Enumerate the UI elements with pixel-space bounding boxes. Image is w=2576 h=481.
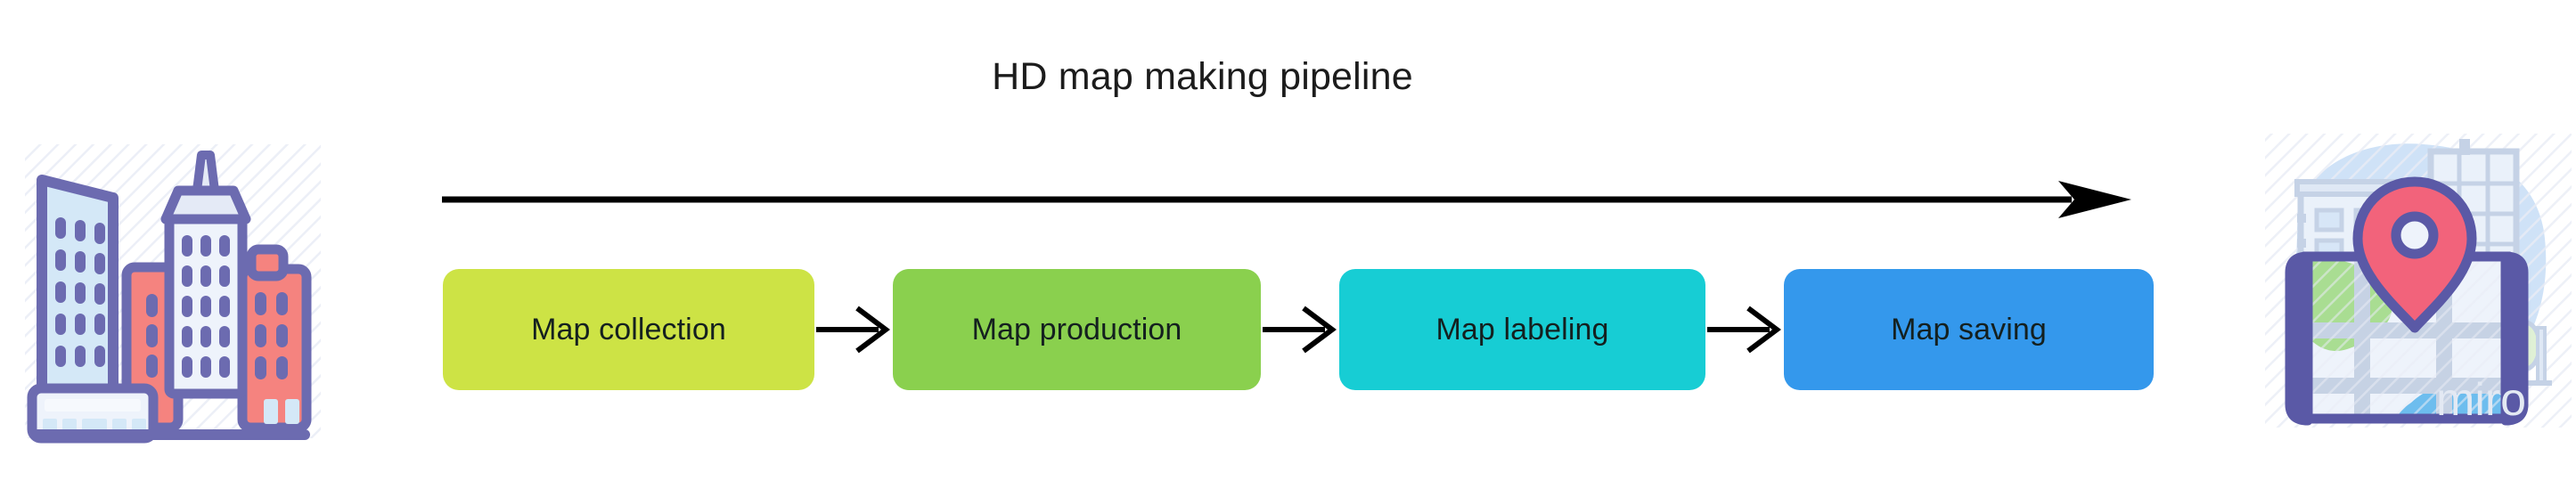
arrow-connector-3 [1705,303,1784,356]
page-title-text: HD map making pipeline [992,55,1413,98]
miro-watermark: miro [2436,374,2526,426]
pipeline-stage-map-production[interactable]: Map production [893,269,1261,390]
arrow-right-icon [1707,306,1781,354]
arrow-right-icon [816,306,890,354]
map-location-icon: miro [2261,125,2575,452]
pipeline-direction-arrow [437,175,2138,226]
pipeline-stage-label: Map collection [531,312,726,346]
pipeline-stage-label: Map labeling [1435,312,1609,346]
pipeline-stage-row: Map collection Map production Map labeli… [443,269,2154,390]
pipeline-stage-label: Map production [971,312,1182,346]
pipeline-stage-map-collection[interactable]: Map collection [443,269,814,390]
city-buildings-icon [12,135,333,463]
city-buildings-graphic [25,144,321,444]
arrow-connector-1 [814,303,893,356]
pipeline-stage-map-labeling[interactable]: Map labeling [1339,269,1705,390]
pipeline-stage-map-saving[interactable]: Map saving [1784,269,2154,390]
pipeline-stage-label: Map saving [1891,312,2047,346]
arrow-connector-2 [1261,303,1339,356]
map-location-graphic: miro [2265,134,2572,428]
page-title: HD map making pipeline [0,55,2576,99]
arrow-right-icon [1263,306,1337,354]
direction-arrow-icon [442,181,2131,218]
